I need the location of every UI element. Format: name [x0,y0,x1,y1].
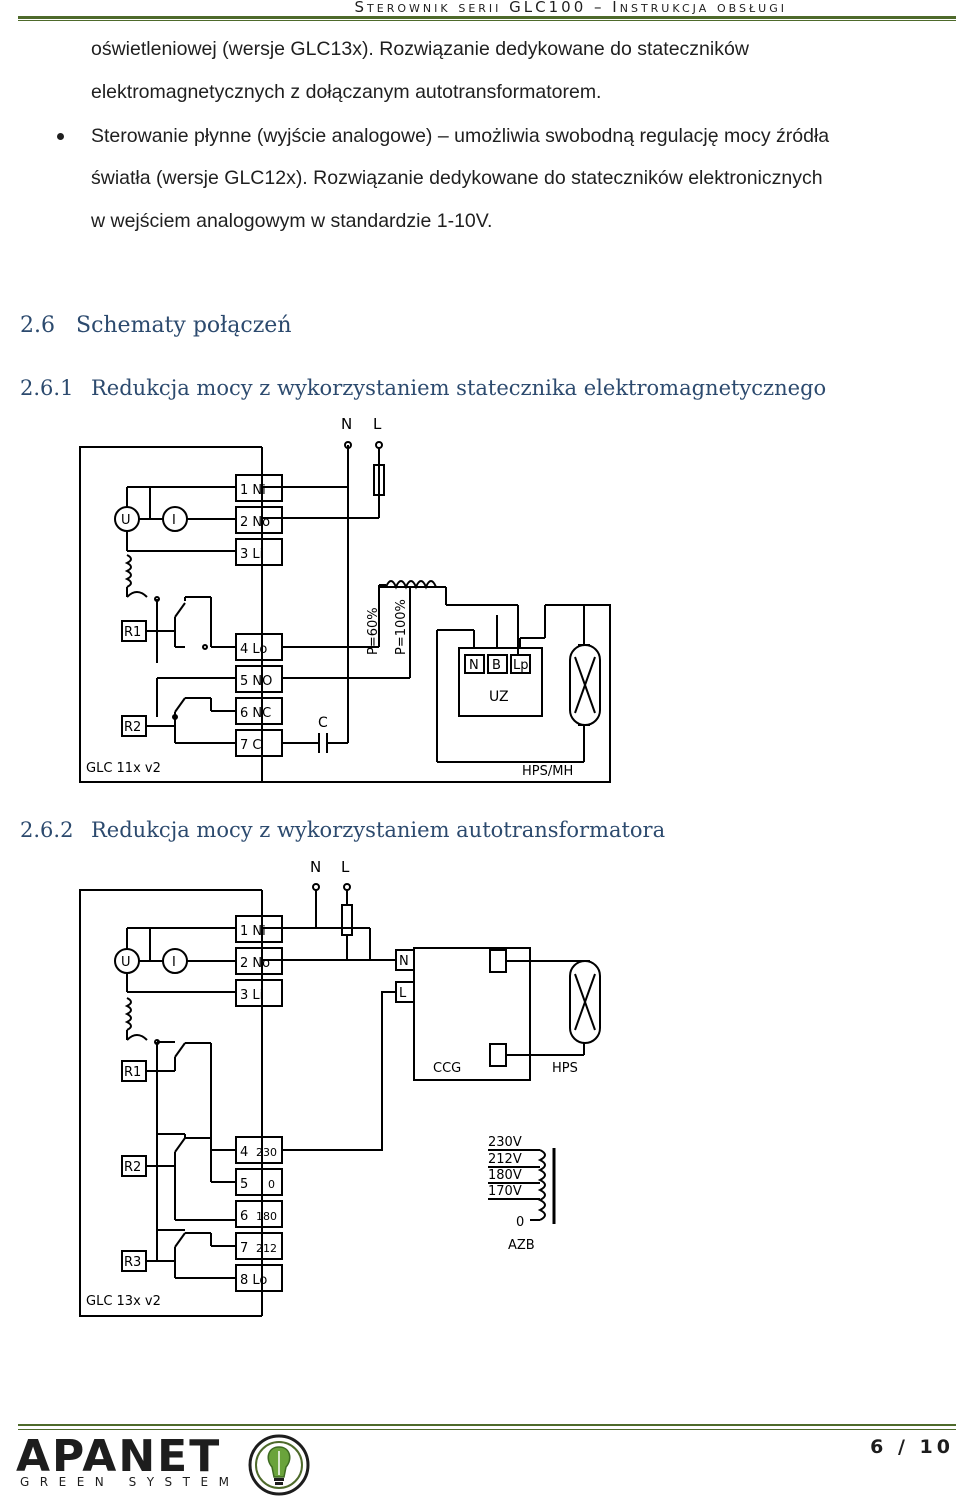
relay-label: R3 [124,1255,141,1270]
wiring-diagram-glc11x: N L 1 Ni 2 No 3 Li 4 Lo 5 NO 6 NC 7 C U … [79,415,611,783]
subsection-number: 2.6.2 [20,818,74,842]
capacitor-label: C [318,715,328,731]
autotransformer-coil-icon [537,1149,546,1221]
terminal-number: 4 [240,1145,248,1160]
body-text-line: Sterowanie płynne (wyjście analogowe) – … [91,125,830,147]
tap-label: 180V [488,1168,522,1183]
lamp-label: HPS [552,1061,578,1076]
terminal-value: 0 [268,1178,275,1191]
terminal-number: 6 [240,1209,248,1224]
terminal-label: 3 Li [240,547,263,562]
body-text-line: światła (wersje GLC12x). Rozwiązanie ded… [91,167,823,189]
mains-n-label: N [310,858,321,876]
relay-coil-icon [124,997,132,1031]
tap-label: 230V [488,1135,522,1150]
autotransformer-label: AZB [508,1238,535,1253]
terminal-l [375,441,383,449]
ignitor-box [458,647,543,717]
ballast-coil-icon [385,580,437,590]
header-rule-thin [18,20,956,21]
ccg-n-label: N [399,954,409,969]
terminal-label: 7 C [240,738,261,753]
body-text-line: w wejściem analogowym w standardzie 1-10… [91,210,493,232]
terminal-block [235,1200,283,1228]
voltmeter-label: U [121,955,131,970]
page-number: 6 / 10 [870,1436,954,1458]
terminal-label: 2 No [240,515,270,530]
tap-label-100: P=100% [394,599,409,655]
tap-label: 170V [488,1184,522,1199]
ignitor-n: N [469,658,479,673]
header-rule [18,16,956,19]
terminal-label: 2 No [240,956,270,971]
terminal-label: 6 NC [240,706,271,721]
terminal-label: 3 Li [240,988,263,1003]
voltmeter-label: U [121,513,131,528]
terminal-value: 230 [256,1146,277,1159]
terminal-value: 212 [256,1242,277,1255]
relay-label: R1 [124,625,141,640]
terminal-value: 180 [256,1210,277,1223]
body-text-line: oświetleniowej (wersje GLC13x). Rozwiąza… [91,38,749,60]
footer-rule [18,1424,956,1426]
ammeter-label: I [172,513,176,528]
subsection-number: 2.6.1 [20,376,74,400]
lamp-label: HPS/MH [522,764,573,779]
ignitor-b: B [492,658,501,673]
bullet-icon [57,133,64,140]
tap-label-60: P=60% [366,607,381,655]
mains-n-label: N [341,415,352,433]
ignitor-label: UZ [489,689,509,705]
mains-l-label: L [373,415,382,433]
body-text-line: elektromagnetycznych z dołączanym autotr… [91,81,602,103]
brand-logo-subtext: GREEN SYSTEM [20,1475,240,1489]
wiring-diagram-glc13x: N L 1 Ni 2 No 3 Li 4 230 5 0 6 180 7 212… [79,858,601,1317]
relay-coil-icon [124,554,132,588]
section-title: Schematy połączeń [76,313,292,338]
terminal-label: 1 Ni [240,924,266,939]
section-number: 2.6 [20,313,55,338]
subsection-heading: 2.6.1 Redukcja mocy z wykorzystaniem stat… [20,376,826,400]
footer-rule-thin [18,1429,956,1430]
ammeter-label: I [172,955,176,970]
device-label: GLC 13x v2 [86,1294,161,1309]
subsection-title: Redukcja mocy z wykorzystaniem autotrans… [91,818,666,842]
device-label: GLC 11x v2 [86,761,161,776]
tap-label: 0 [516,1215,524,1230]
terminal-label: 8 Lo [240,1273,267,1288]
terminal-label: 4 Lo [240,642,267,657]
tap-label: 212V [488,1152,522,1167]
terminal-number: 5 [240,1177,248,1192]
terminal-label: 5 NO [240,674,272,689]
section-heading: 2.6 Schematy połączeń [20,313,292,338]
relay-label: R2 [124,720,141,735]
brand-logo-text: APANET [16,1431,222,1482]
ccg-box [413,947,531,1081]
subsection-heading: 2.6.2 Redukcja mocy z wykorzystaniem auto… [20,818,665,842]
terminal-number: 7 [240,1241,248,1256]
bulb-leaf-logo-icon [248,1434,310,1496]
terminal-label: 1 Ni [240,483,266,498]
mains-l-label: L [341,858,350,876]
fuse-icon [341,904,353,936]
ccg-label: CCG [433,1061,461,1076]
subsection-title: Redukcja mocy z wykorzystaniem stateczni… [91,376,827,400]
ignitor-lp: Lp [513,658,529,673]
page-header-title: Sterownik serii GLC100 – Instrukcja obsł… [354,0,787,16]
ccg-l-label: L [399,986,407,1001]
relay-label: R2 [124,1160,141,1175]
relay-label: R1 [124,1065,141,1080]
